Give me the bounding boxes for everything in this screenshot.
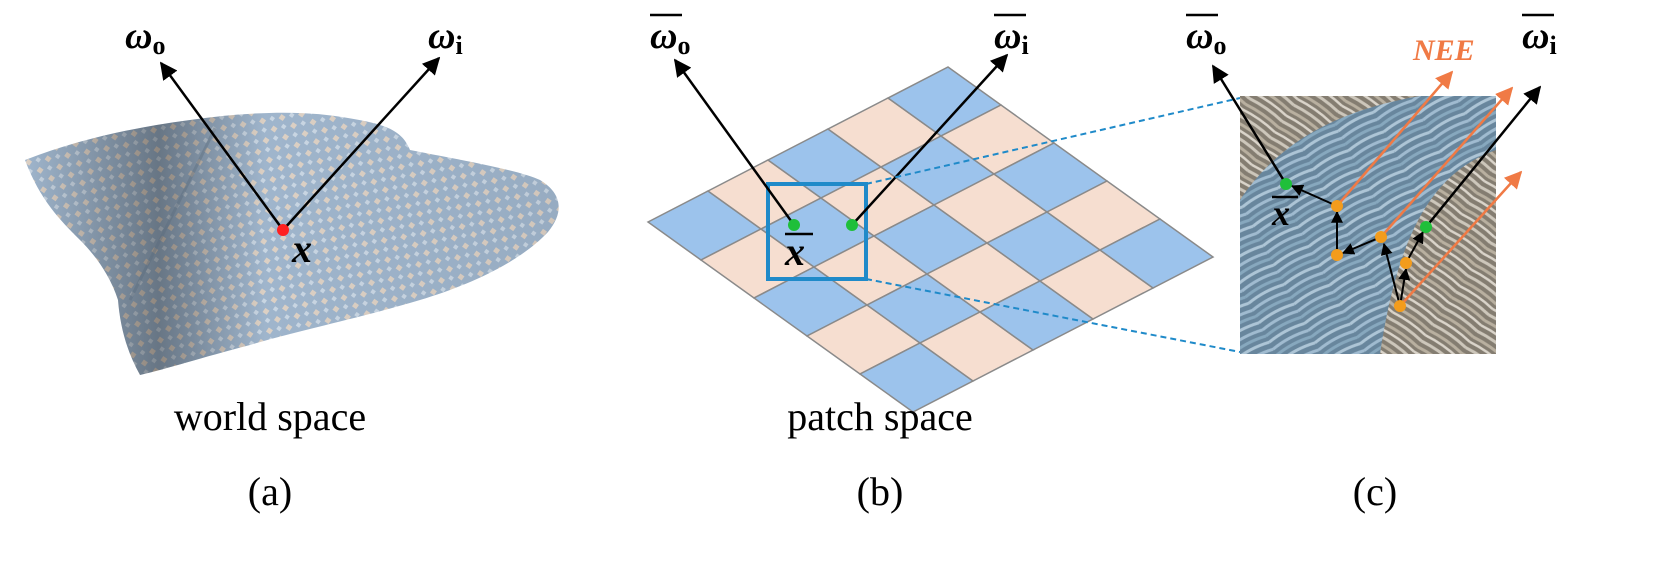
omega-i-bar-arrow <box>851 53 1009 226</box>
path-arrow-1 <box>1290 184 1338 207</box>
scatter-vertex-1 <box>1331 200 1343 212</box>
cloth-fold <box>128 127 217 301</box>
point-x-label: x <box>291 226 312 271</box>
checker-tile <box>1098 218 1215 289</box>
panel-c-tag: (c) <box>1353 469 1397 514</box>
panel-b: ωo ωi x patch space (b) <box>646 13 1215 514</box>
zoom-region-box <box>766 182 868 281</box>
nee-arrow-3 <box>1399 170 1523 307</box>
omega-o-bar-label: ωo <box>650 15 690 60</box>
checkerboard-patch <box>646 66 1215 413</box>
panel-b-tag: (b) <box>857 469 904 514</box>
panel-c: ωo ωi NEE x (c) <box>1186 13 1557 514</box>
world-space-caption: world space <box>174 394 366 439</box>
zoom-connector-bottom <box>865 278 1241 353</box>
patch-space-caption: patch space <box>787 394 972 439</box>
path-arrow-5 <box>1398 267 1411 307</box>
scatter-vertex-5 <box>1394 300 1406 312</box>
fiber-closeup <box>1240 96 1496 354</box>
scatter-vertex-2 <box>1331 249 1343 261</box>
omega-o-bar-arrow <box>673 58 796 226</box>
omega-i-bar-arrow-c <box>1425 85 1542 228</box>
panel-a-tag: (a) <box>248 469 292 514</box>
omega-o-bar-label-c: ωo <box>1186 15 1226 60</box>
point-x-bar-label-c: x <box>1271 193 1290 233</box>
zoom-connector-top <box>865 97 1241 185</box>
point-x-bar-label: x <box>784 229 805 274</box>
patch-point-green-dot <box>788 219 800 231</box>
cloth-shadow <box>25 112 559 375</box>
entry-point-green-dot <box>1280 178 1292 190</box>
omega-i-bar-label-c: ωi <box>1522 15 1557 60</box>
path-arrow-4 <box>1380 242 1401 307</box>
surface-point-red-dot <box>277 224 289 236</box>
path-arrow-3 <box>1341 236 1382 255</box>
exit-point-green-dot-c <box>1420 221 1432 233</box>
omega-i-label: ωi <box>428 15 463 60</box>
nee-arrow-1 <box>1336 70 1454 207</box>
exit-point-green-dot <box>846 219 858 231</box>
nee-arrow-2 <box>1380 86 1514 238</box>
omega-i-bar-label: ωi <box>994 15 1029 60</box>
omega-o-bar-arrow-c <box>1211 64 1288 185</box>
omega-i-arrow <box>282 56 441 231</box>
scatter-vertex-4 <box>1400 257 1412 269</box>
omega-o-arrow <box>159 61 285 231</box>
panel-a: ωo ωi x world space (a) <box>25 15 559 514</box>
scatter-vertex-3 <box>1375 231 1387 243</box>
nee-label: NEE <box>1412 34 1475 67</box>
omega-o-label: ωo <box>125 15 165 60</box>
